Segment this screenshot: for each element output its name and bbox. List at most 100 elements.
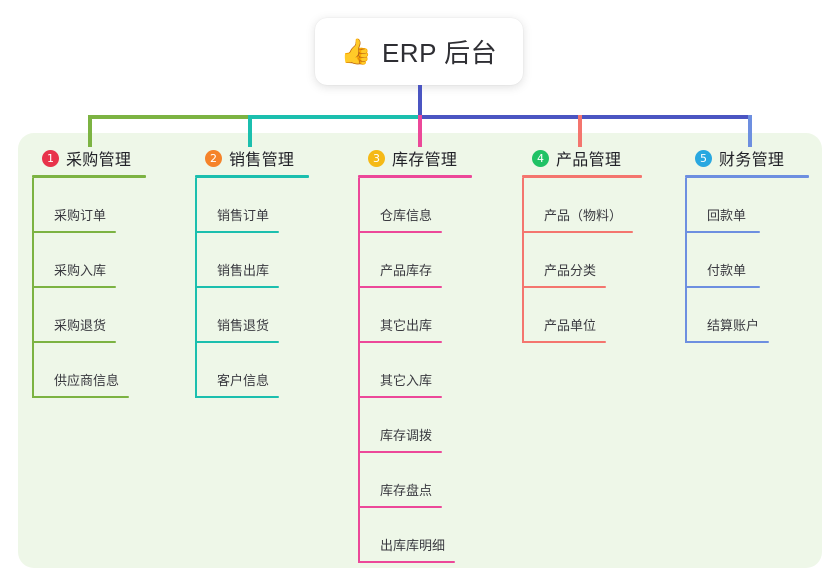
branch-title: 库存管理 xyxy=(392,152,458,169)
branch-item[interactable]: 采购订单 xyxy=(32,178,146,233)
branch-item[interactable]: 产品单位 xyxy=(522,288,642,343)
branch-item-list-3: 仓库信息产品库存其它出库其它入库库存调拨库存盘点出库库明细 xyxy=(358,178,472,563)
branch-item[interactable]: 其它出库 xyxy=(358,288,472,343)
branch-item-rule xyxy=(685,341,769,343)
branch-item[interactable]: 销售退货 xyxy=(195,288,309,343)
branch-header-3[interactable]: 3 库存管理 xyxy=(358,146,472,170)
branch-header-4[interactable]: 4 产品管理 xyxy=(522,146,642,170)
branch-item-rule xyxy=(32,396,129,398)
branch-column-5: 5 财务管理回款单付款单结算账户 xyxy=(685,146,809,343)
branch-item-label: 产品单位 xyxy=(544,318,597,333)
branch-item-rule xyxy=(195,341,279,343)
branch-item[interactable]: 供应商信息 xyxy=(32,343,146,398)
connector-drop-2 xyxy=(248,115,252,147)
connector-bus-segment-2 xyxy=(250,115,420,119)
branch-item-rule xyxy=(685,231,760,233)
branch-item-label: 出库库明细 xyxy=(380,538,446,553)
branch-item[interactable]: 其它入库 xyxy=(358,343,472,398)
branch-item[interactable]: 销售订单 xyxy=(195,178,309,233)
connector-drop-3 xyxy=(418,115,422,147)
branch-item[interactable]: 销售出库 xyxy=(195,233,309,288)
branch-item-rule xyxy=(32,341,116,343)
branch-header-2[interactable]: 2 销售管理 xyxy=(195,146,309,170)
branch-number-badge: 4 xyxy=(532,149,549,167)
branch-item-label: 产品库存 xyxy=(380,263,433,278)
branch-item[interactable]: 付款单 xyxy=(685,233,809,288)
connector-bus-segment-1 xyxy=(89,115,250,119)
branch-item-rule xyxy=(32,231,116,233)
connector-bus-segment-3 xyxy=(420,115,752,119)
branch-column-2: 2 销售管理销售订单销售出库销售退货客户信息 xyxy=(195,146,309,398)
branch-item[interactable]: 采购退货 xyxy=(32,288,146,343)
branch-item-label: 采购订单 xyxy=(54,208,107,223)
branch-number-badge: 3 xyxy=(368,149,385,167)
branch-item-rule xyxy=(522,286,606,288)
branch-item[interactable]: 回款单 xyxy=(685,178,809,233)
connector-drop-1 xyxy=(88,115,92,147)
connector-root-drop xyxy=(418,85,422,119)
branch-stem xyxy=(195,178,197,398)
branch-item-list-1: 采购订单采购入库采购退货供应商信息 xyxy=(32,178,146,398)
branch-item-list-2: 销售订单销售出库销售退货客户信息 xyxy=(195,178,309,398)
root-node-card[interactable]: 👍 ERP 后台 xyxy=(315,18,523,85)
branch-item[interactable]: 产品分类 xyxy=(522,233,642,288)
branch-header-rule xyxy=(358,175,472,178)
branch-item-rule xyxy=(358,396,442,398)
branch-title: 销售管理 xyxy=(229,152,295,169)
branch-column-3: 3 库存管理仓库信息产品库存其它出库其它入库库存调拨库存盘点出库库明细 xyxy=(358,146,472,563)
branch-item[interactable]: 库存盘点 xyxy=(358,453,472,508)
root-node-content: 👍 ERP 后台 xyxy=(341,33,497,70)
branch-item-list-4: 产品（物料） 产品分类产品单位 xyxy=(522,178,642,343)
branch-item-rule xyxy=(358,286,442,288)
branch-item-label: 付款单 xyxy=(707,263,747,278)
branch-item-rule xyxy=(685,286,760,288)
branch-number-badge: 2 xyxy=(205,149,222,167)
branch-item-label: 产品（物料） xyxy=(544,208,623,223)
branch-item-label: 其它出库 xyxy=(380,318,433,333)
branch-item-rule xyxy=(358,451,442,453)
branch-column-4: 4 产品管理产品（物料） 产品分类产品单位 xyxy=(522,146,642,343)
branch-header-5[interactable]: 5 财务管理 xyxy=(685,146,809,170)
thumbs-up-icon: 👍 xyxy=(340,37,372,66)
branch-item[interactable]: 库存调拨 xyxy=(358,398,472,453)
branch-header-rule xyxy=(522,175,642,178)
branch-title: 采购管理 xyxy=(66,152,132,169)
branch-item-label: 供应商信息 xyxy=(54,373,120,388)
branch-item-rule xyxy=(522,341,606,343)
branch-item-label: 仓库信息 xyxy=(380,208,433,223)
branch-stem xyxy=(685,178,687,343)
branch-item-list-5: 回款单付款单结算账户 xyxy=(685,178,809,343)
branch-item[interactable]: 出库库明细 xyxy=(358,508,472,563)
root-node-title: ERP 后台 xyxy=(381,38,498,68)
branch-item-rule xyxy=(522,231,633,233)
branch-item-label: 回款单 xyxy=(707,208,747,223)
branch-item-rule xyxy=(32,286,116,288)
branch-item[interactable]: 产品库存 xyxy=(358,233,472,288)
branch-number-badge: 5 xyxy=(695,149,712,167)
branch-item-rule xyxy=(195,286,279,288)
branch-item-rule xyxy=(195,231,279,233)
branch-title: 财务管理 xyxy=(719,152,785,169)
branch-panel-background xyxy=(18,133,822,568)
branch-title: 产品管理 xyxy=(556,152,622,169)
branch-item-label: 库存调拨 xyxy=(380,428,433,443)
branch-header-rule xyxy=(32,175,146,178)
branch-item[interactable]: 产品（物料） xyxy=(522,178,642,233)
branch-item[interactable]: 客户信息 xyxy=(195,343,309,398)
branch-stem xyxy=(32,178,34,398)
branch-item[interactable]: 仓库信息 xyxy=(358,178,472,233)
branch-header-rule xyxy=(195,175,309,178)
branch-item[interactable]: 采购入库 xyxy=(32,233,146,288)
branch-item-rule xyxy=(195,396,279,398)
branch-item-rule xyxy=(358,341,442,343)
branch-header-rule xyxy=(685,175,809,178)
branch-item-rule xyxy=(358,506,442,508)
branch-item-label: 销售退货 xyxy=(217,318,270,333)
branch-stem xyxy=(522,178,524,343)
branch-item-label: 其它入库 xyxy=(380,373,433,388)
branch-item-label: 库存盘点 xyxy=(380,483,433,498)
branch-item[interactable]: 结算账户 xyxy=(685,288,809,343)
